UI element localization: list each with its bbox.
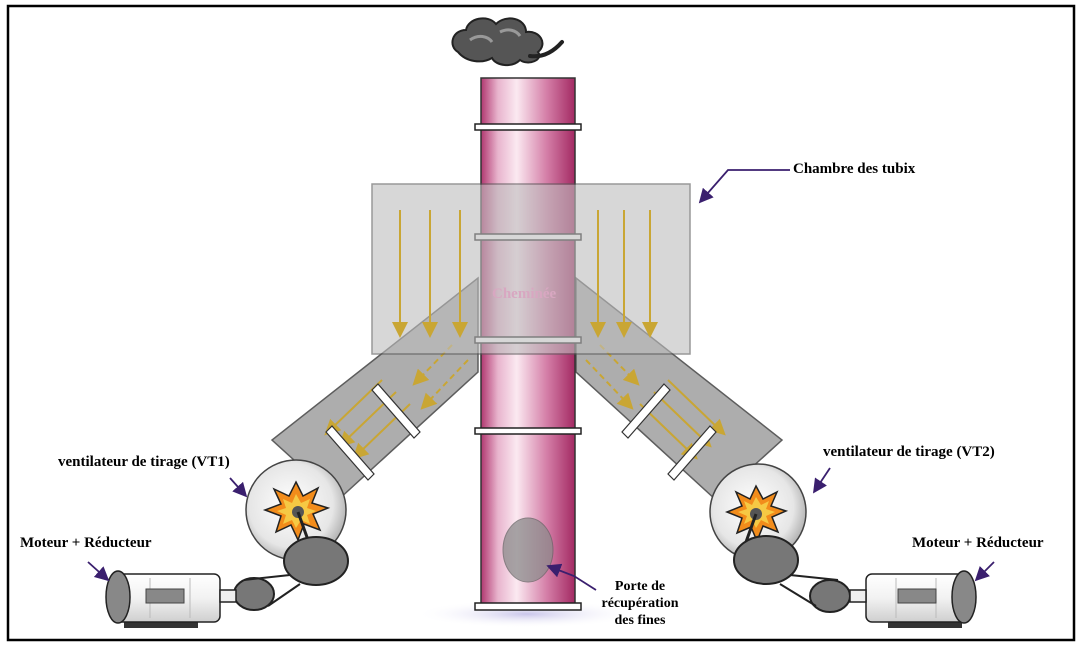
label-moteur-reducteur-right: Moteur + Réducteur [912, 535, 1044, 551]
label-vt2: ventilateur de tirage (VT2) [823, 444, 995, 460]
callout-lines [87, 169, 995, 591]
fan-icon [245, 459, 347, 561]
label-porte-recuperation: Porte de récupération des fines [590, 578, 690, 629]
gear-reducer-icon [733, 535, 851, 613]
fan-icon [709, 463, 807, 561]
smoke-cloud-icon [451, 17, 564, 66]
callout-chambre [698, 169, 790, 204]
frame-border [6, 4, 1076, 642]
callout-moteur-left [87, 561, 110, 582]
label-porte-line1: Porte de [614, 579, 666, 594]
label-porte-line2: récupération [601, 596, 679, 611]
label-moteur-reducteur-left: Moteur + Réducteur [20, 535, 152, 551]
label-vt1: ventilateur de tirage (VT1) [58, 454, 230, 470]
callout-vt1 [229, 477, 248, 498]
motor-icon [105, 570, 237, 628]
gear-reducer-icon [233, 536, 349, 611]
callout-vt2 [813, 467, 831, 494]
callout-porte [546, 563, 597, 591]
recovery-door [502, 517, 554, 583]
floor-shadow [415, 600, 639, 628]
tubix-chamber [371, 183, 691, 355]
label-porte-line3: des fines [614, 613, 666, 628]
motor-icon [849, 570, 977, 628]
label-cheminee: Cheminée [492, 286, 557, 302]
label-chambre-des-tubix: Chambre des tubix [793, 161, 916, 177]
callout-moteur-right [974, 561, 995, 582]
